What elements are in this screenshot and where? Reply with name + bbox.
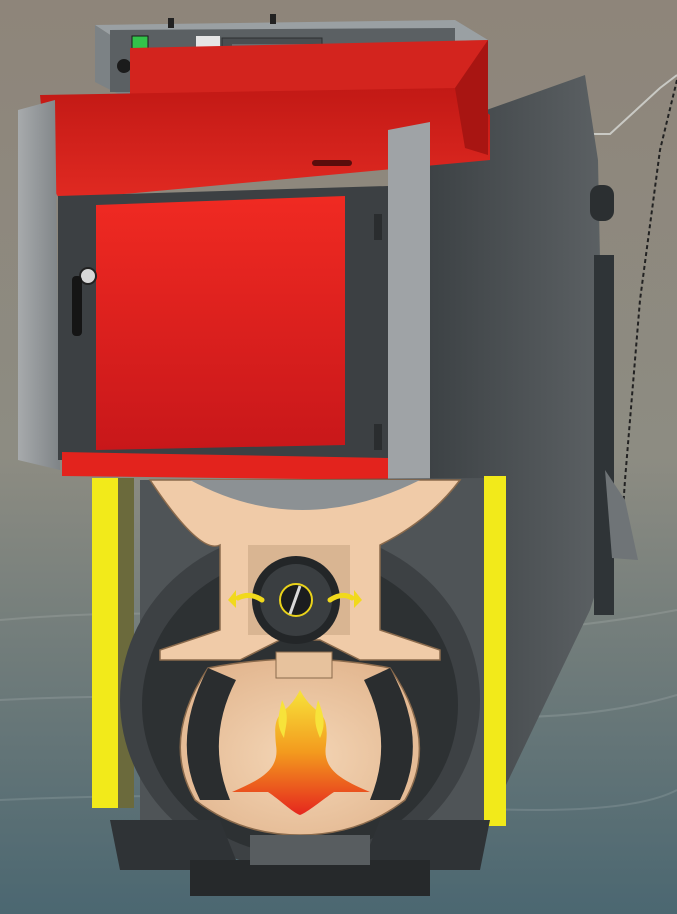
top-connector-1 bbox=[168, 18, 174, 28]
base-plate bbox=[190, 860, 430, 896]
ash-tray bbox=[250, 835, 370, 865]
hood-handle bbox=[312, 160, 352, 166]
left-side-panel bbox=[18, 100, 60, 470]
left-yellow-stripe bbox=[92, 478, 118, 808]
nozzle-block bbox=[276, 652, 332, 678]
door-hinge-top bbox=[374, 214, 382, 240]
right-yellow-stripe bbox=[484, 476, 506, 826]
side-fitting-top bbox=[590, 185, 614, 221]
firebox-door bbox=[96, 196, 345, 450]
door-hinge-bottom bbox=[374, 424, 382, 450]
right-upper-panel bbox=[388, 122, 430, 480]
top-connector-2 bbox=[270, 14, 276, 24]
side-fitting-panel bbox=[594, 255, 614, 615]
rotary-valve-icon bbox=[252, 556, 340, 644]
indicator-knob-small bbox=[117, 59, 131, 73]
